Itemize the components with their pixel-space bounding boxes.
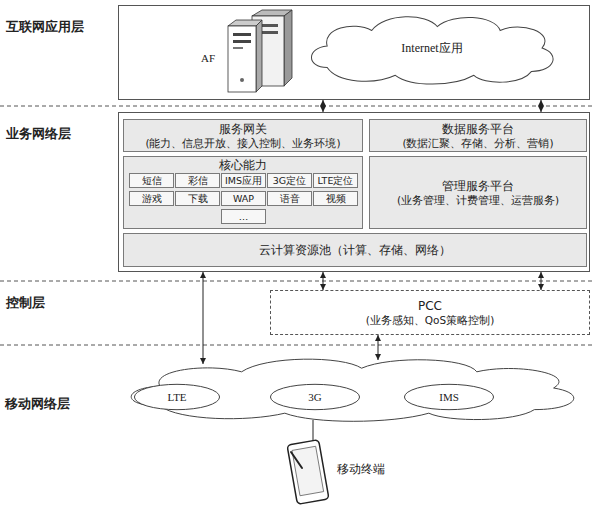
server-icon xyxy=(228,10,292,92)
node-label: 游戏 xyxy=(142,193,162,205)
cloud-path xyxy=(131,359,574,421)
server-slot xyxy=(233,40,251,43)
capability-box: 核心能力短信 彩信 IMS应用 3G定位 LTE定位游戏 下载 WAP 语音 视频 … xyxy=(123,156,363,229)
terminal-screen xyxy=(292,446,324,495)
connector-arrow xyxy=(541,100,542,112)
server-slot xyxy=(258,24,278,27)
terminal-body xyxy=(287,440,329,505)
capability-cell: LTE定位 xyxy=(313,173,358,188)
node-label: 云计算资源池（计算、存储、网络） xyxy=(259,243,451,258)
node-label: (数据汇聚、存储、分析、营销) xyxy=(402,137,553,150)
capability-cell: 彩信 xyxy=(175,173,220,188)
network-cloud: 移动网络层LTE3GIMS xyxy=(112,352,592,424)
node-label: WAP xyxy=(233,193,254,205)
node-label: (业务管理、计费管理、运营服务) xyxy=(397,194,559,207)
node-label: IMS应用 xyxy=(225,175,262,187)
terminal-label: 移动终端 xyxy=(337,462,385,477)
connector-arrow xyxy=(378,335,379,360)
server-slot xyxy=(233,33,251,36)
layer-title: 移动网络层 xyxy=(5,396,70,412)
resource-pool-box: 云计算资源池（计算、存储、网络） xyxy=(123,233,587,267)
server-side xyxy=(284,10,292,86)
server-top xyxy=(252,10,292,16)
capability-cell: 下载 xyxy=(175,191,220,206)
internet-cloud: Internet应用 xyxy=(301,9,563,87)
server-front xyxy=(252,16,284,86)
node-label: PCC xyxy=(418,299,442,314)
connector-arrow xyxy=(313,420,314,441)
layer-separator xyxy=(0,106,594,107)
terminal-node: 移动终端 xyxy=(285,438,405,508)
capability-cell: … xyxy=(221,209,266,224)
server-label: AF xyxy=(201,51,215,65)
capability-cell: 短信 xyxy=(129,173,174,188)
node-label: 语音 xyxy=(280,193,300,205)
node-label: 下载 xyxy=(188,193,208,205)
node-label: 服务网关 xyxy=(219,122,267,137)
connector-arrow xyxy=(323,272,324,290)
node-label: LTE定位 xyxy=(318,175,354,187)
layer-title: 业务网络层 xyxy=(6,126,71,142)
network-ellipse: IMS xyxy=(404,384,494,410)
server-node: AF xyxy=(191,11,291,96)
server-slot xyxy=(233,47,243,49)
node-label: 核心能力 xyxy=(219,158,267,173)
node-label: 管理服务平台 xyxy=(442,179,514,194)
server-slot xyxy=(258,31,278,34)
platform-box: 数据服务平台(数据汇聚、存储、分析、营销) xyxy=(369,119,587,152)
capability-cell: 视频 xyxy=(313,191,358,206)
server-button xyxy=(240,78,244,82)
node-label: 3G定位 xyxy=(273,175,306,187)
cloud-path xyxy=(311,17,553,84)
node-label: Internet应用 xyxy=(401,41,462,55)
node-label: 数据服务平台 xyxy=(442,122,514,137)
gateway-box: 服务网关(能力、信息开放、接入控制、业务环境) xyxy=(123,119,363,152)
layer-title: 互联网应用层 xyxy=(6,19,84,35)
node-label: 短信 xyxy=(142,175,162,187)
node-label: 3G xyxy=(308,390,321,404)
platform-box: 管理服务平台(业务管理、计费管理、运营服务) xyxy=(369,156,587,229)
ellipse-path xyxy=(270,384,359,409)
pcc-box: 控制层PCC(业务感知、QoS策略控制) xyxy=(270,290,590,335)
connector-arrow xyxy=(323,100,324,112)
node-label: … xyxy=(239,211,249,223)
server-side xyxy=(256,20,262,92)
node-label: 彩信 xyxy=(188,175,208,187)
node-label: (业务感知、QoS策略控制) xyxy=(366,314,495,327)
capability-cell: 语音 xyxy=(267,191,312,206)
server-front xyxy=(228,26,256,92)
layer-separator xyxy=(0,281,594,282)
stylus xyxy=(291,452,302,468)
capability-cell: 3G定位 xyxy=(267,173,312,188)
capability-cell: 游戏 xyxy=(129,191,174,206)
node-label: 视频 xyxy=(326,193,346,205)
capability-cell: IMS应用 xyxy=(221,173,266,188)
node-label: (能力、信息开放、接入控制、业务环境) xyxy=(145,137,340,150)
ellipse-path xyxy=(134,384,219,409)
layer-box: 互联网应用层AFInternet应用 xyxy=(118,5,590,100)
layer-box: 业务网络层服务网关(能力、信息开放、接入控制、业务环境)数据服务平台(数据汇聚、… xyxy=(118,112,590,272)
connector-arrow xyxy=(541,272,542,290)
node-label: IMS xyxy=(439,390,459,404)
network-ellipse: 3G xyxy=(270,384,360,410)
terminal-icon xyxy=(287,440,329,505)
layer-separator xyxy=(0,345,594,346)
connector-arrow xyxy=(203,272,204,364)
network-ellipse: LTE xyxy=(134,384,220,410)
capability-cell: WAP xyxy=(221,191,266,206)
server-top xyxy=(228,20,262,26)
node-label: LTE xyxy=(167,390,186,404)
ellipse-path xyxy=(404,384,493,409)
layer-title: 控制层 xyxy=(6,295,45,311)
